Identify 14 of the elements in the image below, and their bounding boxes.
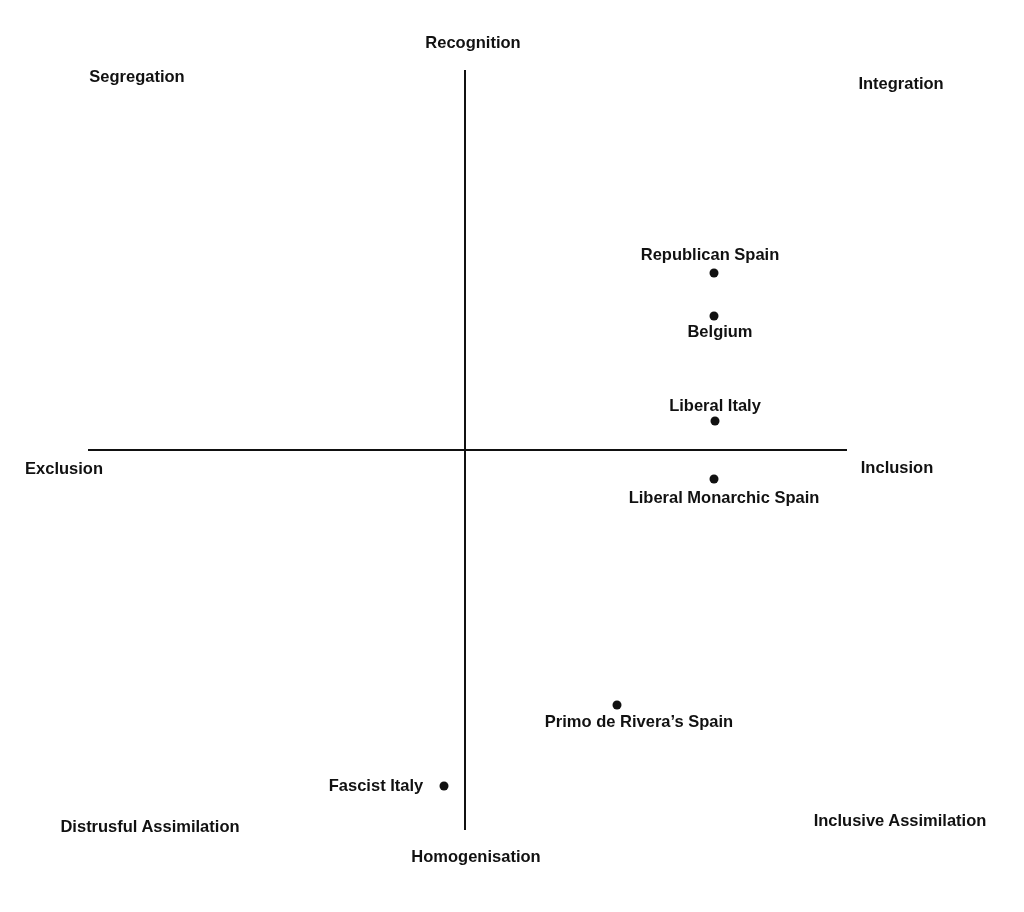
point-label: Liberal Italy <box>669 395 761 415</box>
quadrant-label: Inclusive Assimilation <box>813 810 987 830</box>
axis-label: Exclusion <box>25 458 103 478</box>
axis-label: Inclusion <box>860 457 934 477</box>
point-label: Primo de Rivera’s Spain <box>544 711 734 731</box>
point-label: Belgium <box>687 321 753 341</box>
quadrant-label: Distrusful Assimilation <box>60 816 240 836</box>
axis-label: Recognition <box>425 32 521 52</box>
point-label: Liberal Monarchic Spain <box>628 487 820 507</box>
quadrant-label: Segregation <box>89 66 185 86</box>
quadrant-label: Integration <box>858 73 944 93</box>
axis-label: Homogenisation <box>411 846 541 866</box>
point-label: Fascist Italy <box>328 775 424 795</box>
point-label: Republican Spain <box>640 244 780 264</box>
